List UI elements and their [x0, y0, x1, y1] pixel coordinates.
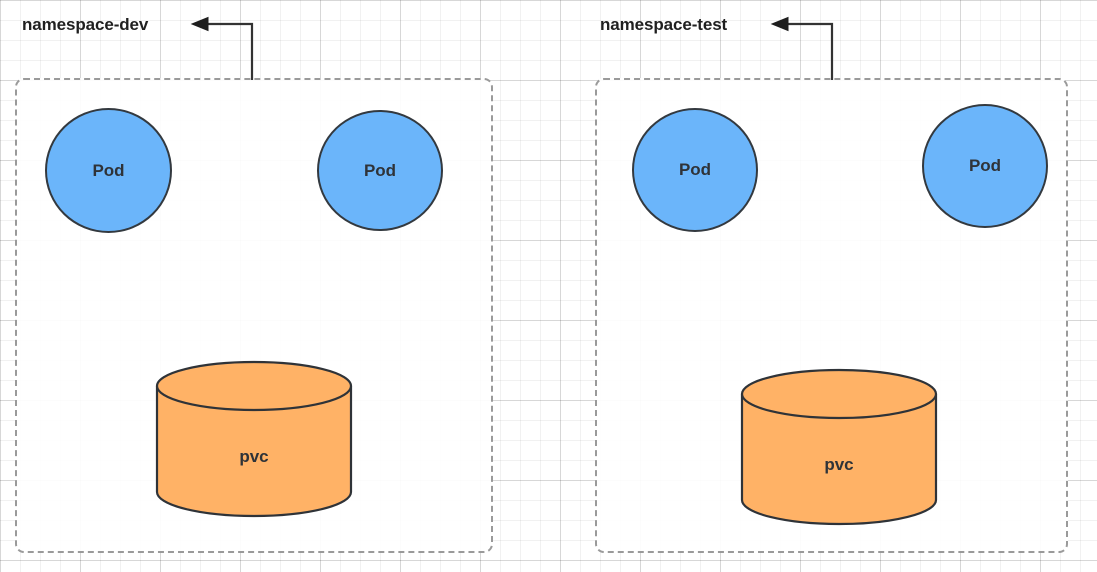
pod-dev-1-label: Pod [92, 160, 125, 180]
pod-test-2-label: Pod [968, 156, 1002, 175]
namespace-test-arrow [770, 16, 834, 80]
pod-dev-1[interactable]: Pod [45, 108, 172, 233]
pod-test-1[interactable]: Pod [632, 108, 758, 232]
pod-dev-2-label: Pod [363, 160, 397, 180]
pod-test-1-label: Pod [678, 160, 712, 179]
pvc-dev[interactable]: pvc [155, 360, 353, 518]
pvc-test[interactable]: pvc [740, 368, 938, 526]
namespace-test-label: namespace-test [600, 15, 728, 34]
pod-dev-2[interactable]: Pod [317, 110, 443, 231]
namespace-dev-label: namespace-dev [22, 15, 149, 34]
namespace-dev-arrow [190, 16, 254, 80]
pod-test-2[interactable]: Pod [922, 104, 1048, 228]
